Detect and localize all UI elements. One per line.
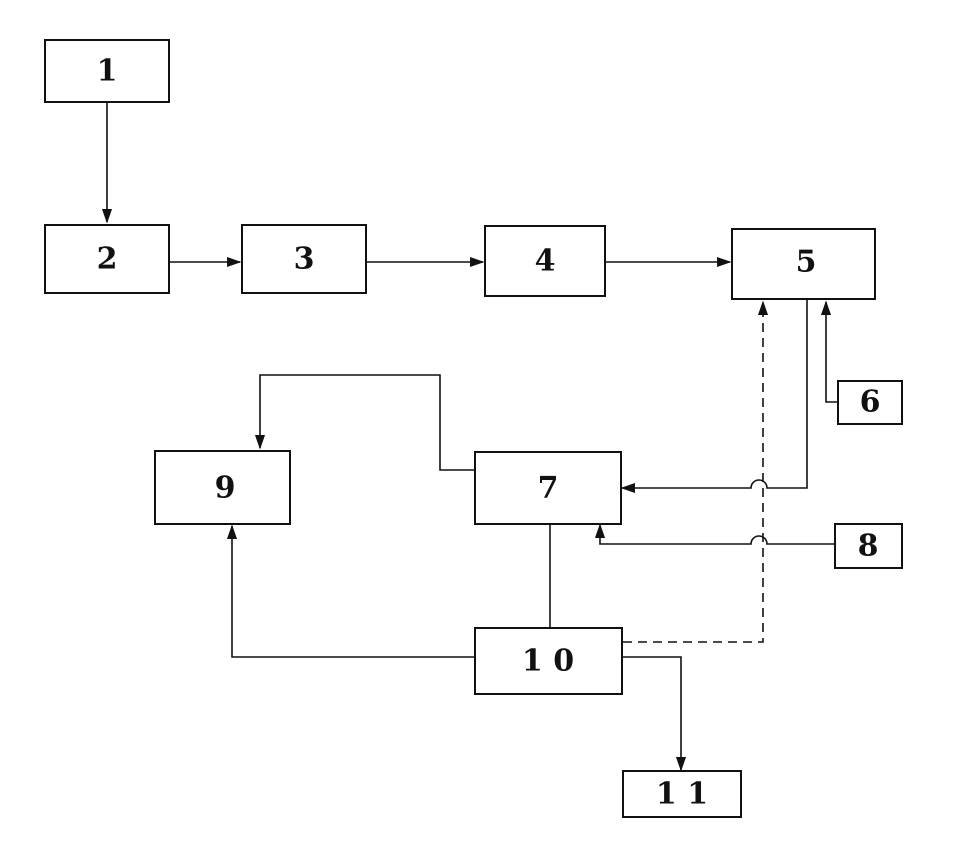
node-10-label: 1 0 — [522, 644, 574, 679]
node-2: 2 — [44, 224, 170, 294]
node-11: 1 1 — [622, 770, 742, 818]
node-4: 4 — [484, 225, 606, 297]
node-10: 1 0 — [474, 627, 623, 695]
node-3: 3 — [241, 224, 367, 294]
node-3-label: 3 — [294, 242, 315, 277]
node-8-label: 8 — [858, 529, 879, 564]
edge-10-to-11 — [623, 656, 687, 772]
edge-7-to-9 — [254, 374, 474, 471]
edge-8-to-7 — [594, 523, 834, 545]
edges — [101, 103, 838, 772]
node-9: 9 — [154, 450, 291, 525]
edge-10-to-9 — [226, 524, 475, 658]
node-9-label: 9 — [215, 471, 236, 506]
node-7: 7 — [474, 451, 622, 525]
node-5-label: 5 — [796, 245, 817, 280]
node-2-label: 2 — [97, 242, 118, 277]
node-1: 1 — [44, 39, 170, 103]
node-6-label: 6 — [860, 385, 881, 420]
nodes: 1 2 3 4 5 6 7 8 — [44, 39, 903, 818]
node-1-label: 1 — [97, 54, 118, 89]
edge-5-to-7 — [620, 300, 808, 494]
node-11-label: 1 1 — [656, 777, 708, 812]
edge-6-to-5 — [820, 300, 838, 403]
edge-10-to-5-dashed — [623, 300, 769, 643]
node-4-label: 4 — [535, 244, 556, 279]
node-6: 6 — [837, 380, 903, 425]
node-8: 8 — [834, 523, 903, 569]
node-5: 5 — [731, 228, 876, 300]
node-7-label: 7 — [538, 471, 559, 506]
